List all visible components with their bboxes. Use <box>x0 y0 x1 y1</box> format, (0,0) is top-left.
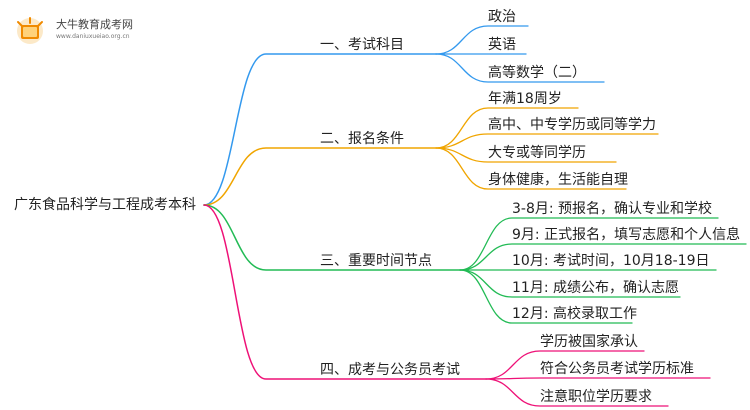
branch-1-item-2: 英语 <box>488 37 516 53</box>
branch-4-item-1-connector <box>485 350 645 380</box>
branch-2-item-2-connector <box>435 133 659 149</box>
branch-2-item-4: 身体健康，生活能自理 <box>488 172 628 188</box>
branch-3-connector <box>203 204 461 271</box>
branch-4-item-2: 符合公务员考试学历标准 <box>540 361 694 377</box>
branch-2-label: 二、报名条件 <box>320 131 404 147</box>
branch-4-item-1: 学历被国家承认 <box>540 334 638 350</box>
branch-4-item-3-connector <box>485 378 669 407</box>
branch-2-item-1-connector <box>435 107 579 149</box>
branch-3-item-2-connector <box>459 243 747 271</box>
branch-3-item-3: 10月: 考试时间，10月18-19日 <box>512 253 710 269</box>
book-logo-icon <box>17 17 43 44</box>
branch-3-item-4-connector <box>459 269 681 298</box>
branch-2-item-4-connector <box>435 147 627 190</box>
branch-2-item-1: 年满18周岁 <box>488 91 562 107</box>
branch-2-connector <box>203 147 437 206</box>
branch-2-item-3: 大专或等同学历 <box>488 145 586 161</box>
site-logo: 大牛教育成考网 www.daniuxueiao.org.cn <box>14 14 134 48</box>
logo-url: www.daniuxueiao.org.cn <box>56 33 130 40</box>
branch-2-item-3-connector <box>435 147 617 163</box>
branch-2-item-2: 高中、中专学历或同等学力 <box>488 117 656 133</box>
branch-3-item-1: 3-8月: 预报名，确认专业和学校 <box>512 201 713 217</box>
branch-4-label: 四、成考与公务员考试 <box>320 362 460 378</box>
branch-3-label: 三、重要时间节点 <box>320 253 432 269</box>
branch-1-item-3-connector <box>435 53 605 83</box>
branch-1-label: 一、考试科目 <box>320 37 404 53</box>
branch-1-item-3: 高等数学（二） <box>488 65 586 81</box>
root-node-label: 广东食品科学与工程成考本科 <box>14 197 196 213</box>
branch-4-item-3: 注意职位学历要求 <box>540 389 652 405</box>
branch-1-connector <box>203 53 437 206</box>
branch-4-connector <box>203 204 487 380</box>
branch-3-item-1-connector <box>459 217 719 271</box>
branch-1-item-1-connector <box>435 25 529 55</box>
logo-title: 大牛教育成考网 <box>56 18 133 31</box>
branch-3-item-5: 12月: 高校录取工作 <box>512 306 637 322</box>
branch-3-item-5-connector <box>459 269 633 324</box>
branch-3-item-2: 9月: 正式报名，填写志愿和个人信息 <box>512 227 741 243</box>
branch-3-item-4: 11月: 成绩公布，确认志愿 <box>512 280 679 296</box>
branch-1-item-1: 政治 <box>488 9 516 25</box>
branch-4-item-2-connector <box>485 377 711 380</box>
